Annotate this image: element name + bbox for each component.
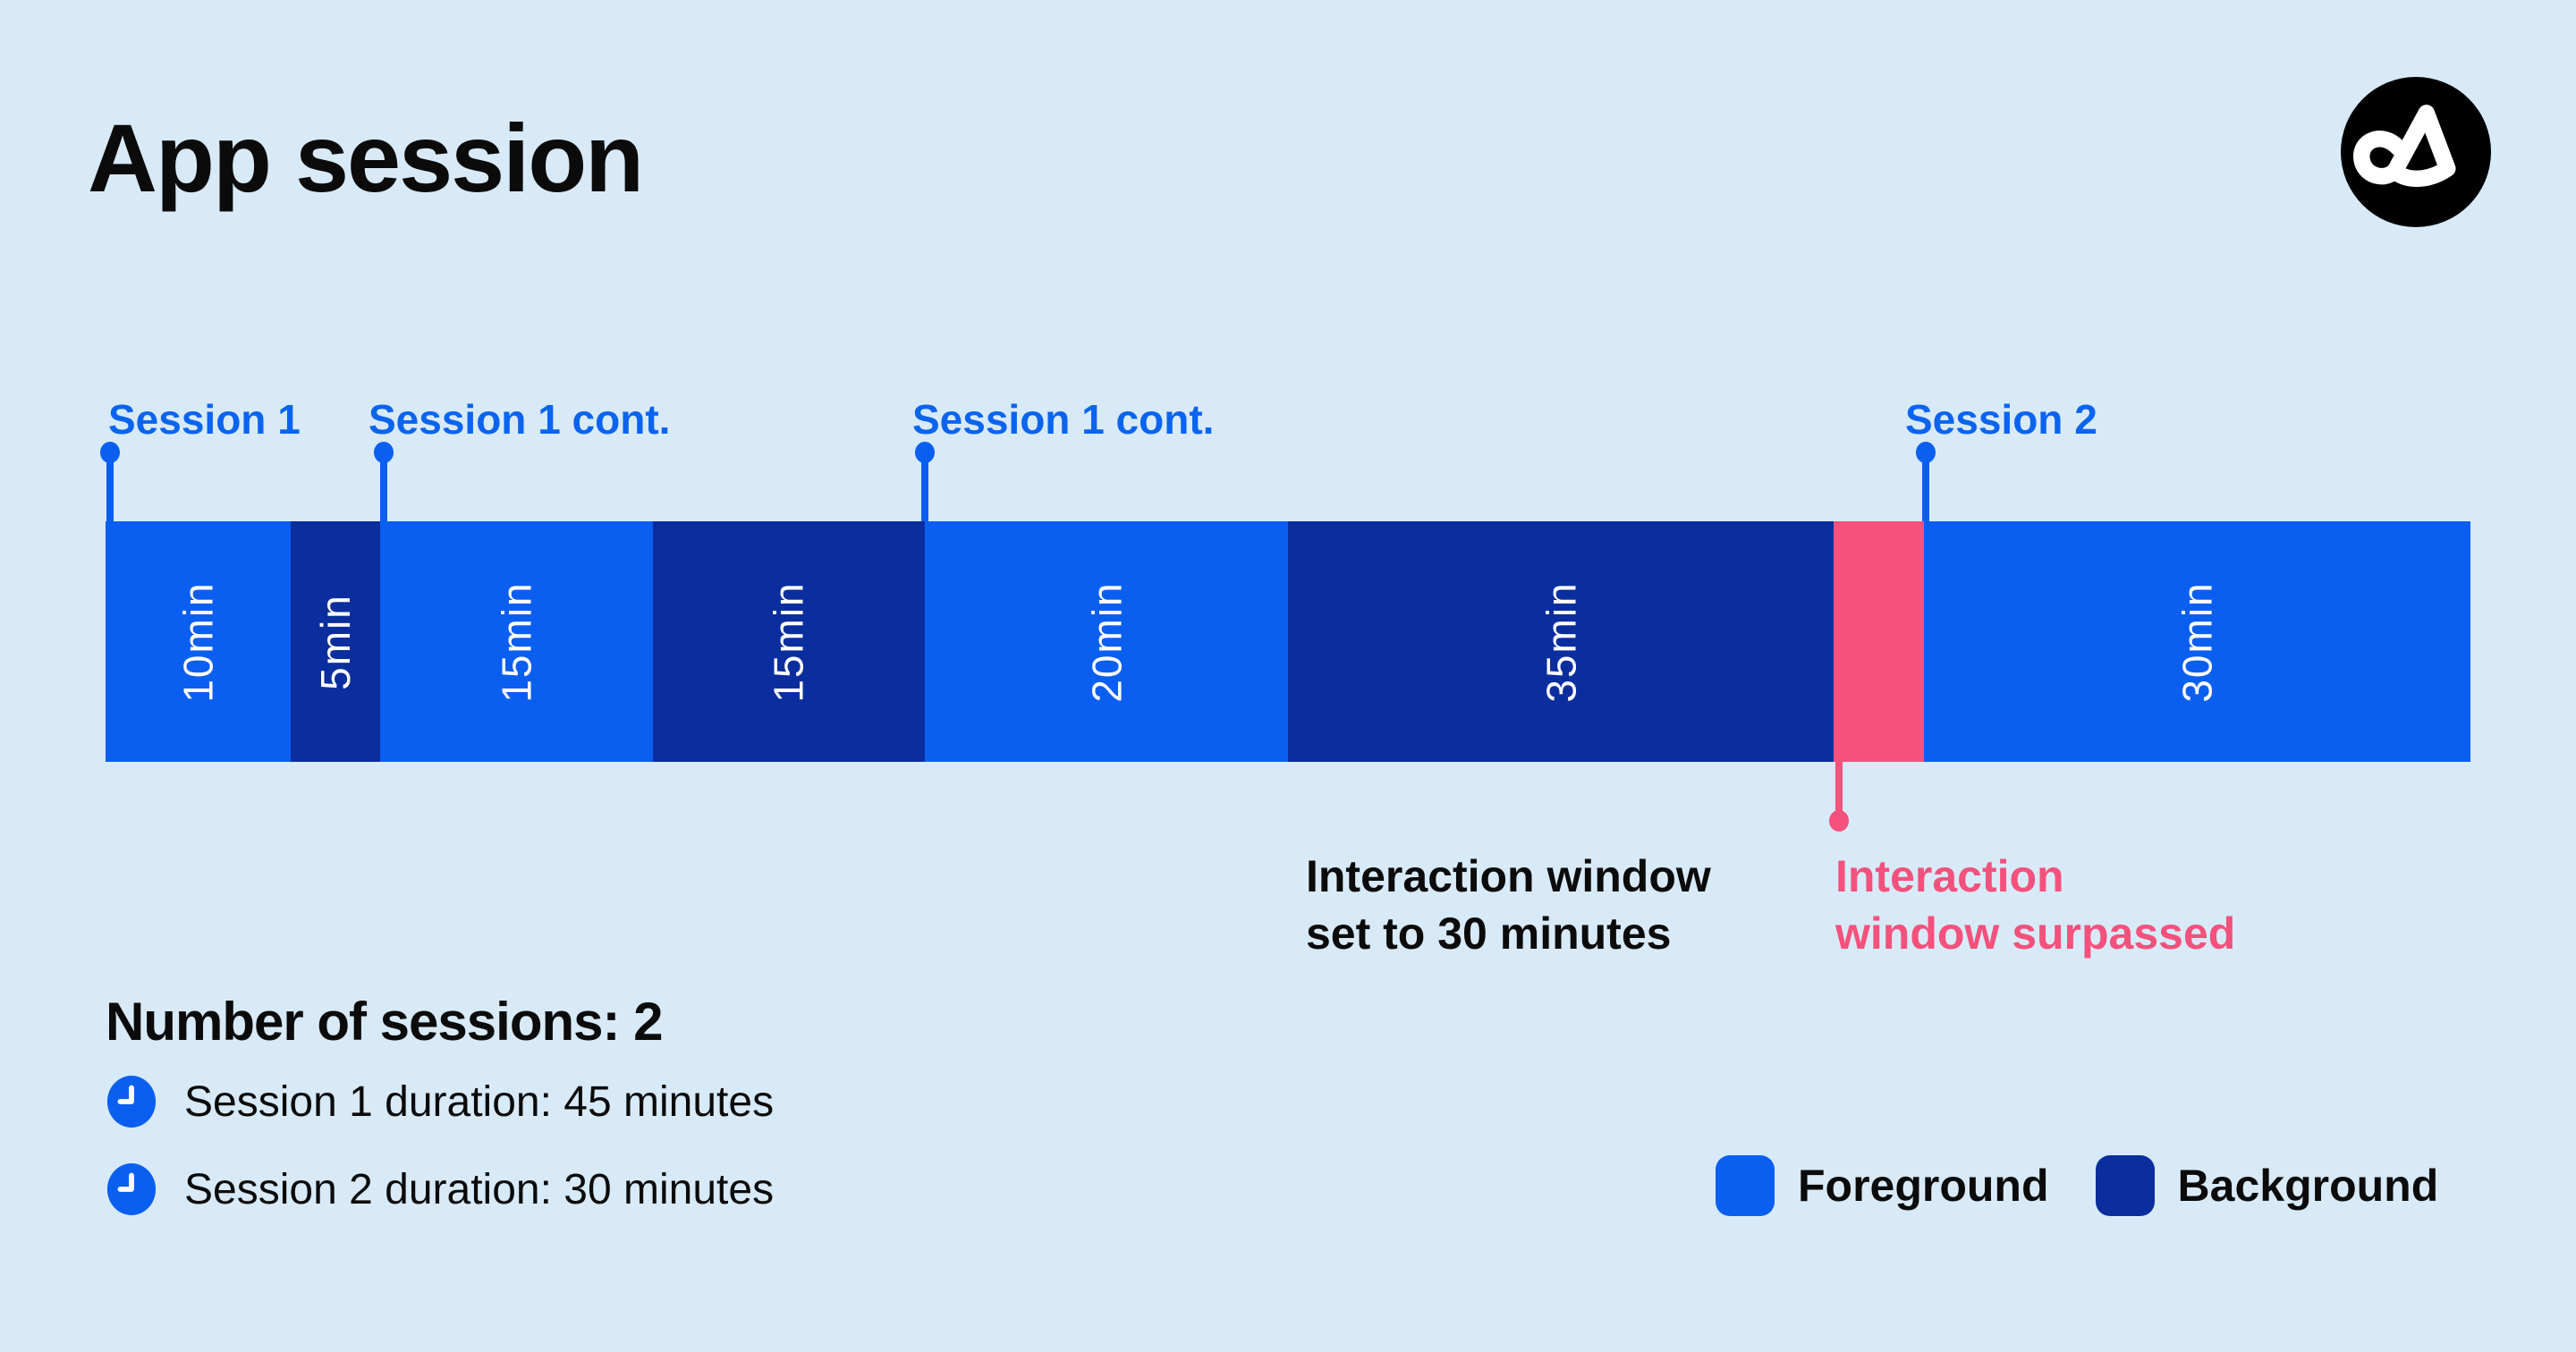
annotation-line: set to 30 minutes xyxy=(1306,908,1672,959)
timeline-segment-15min: 15min xyxy=(653,521,926,762)
segment-duration-label: 30min xyxy=(2174,580,2221,703)
clock-icon xyxy=(106,1163,157,1215)
session-pin-icon xyxy=(374,442,394,522)
interaction-window-set-annotation: Interaction window set to 30 minutes xyxy=(1306,848,1711,962)
timeline-segment-35min: 35min xyxy=(1288,521,1835,762)
session-marker-label: Session 2 xyxy=(1905,396,2097,443)
annotation-line: window surpassed xyxy=(1835,908,2236,959)
segment-duration-label: 5min xyxy=(311,593,359,690)
session-marker-label: Session 1 cont. xyxy=(912,396,1215,443)
session-pin-icon xyxy=(915,442,935,522)
summary-rows: Session 1 duration: 45 minutes Session 2… xyxy=(106,1075,774,1216)
segment-duration-label: 35min xyxy=(1538,580,1585,703)
foreground-swatch-icon xyxy=(1716,1155,1775,1216)
timeline-segment-5min: 5min xyxy=(291,521,380,762)
legend-label: Foreground xyxy=(1798,1161,2049,1211)
session-duration-text: Session 1 duration: 45 minutes xyxy=(184,1077,775,1126)
segment-duration-label: 15min xyxy=(766,580,813,703)
session-pin-icon xyxy=(100,442,120,522)
timeline-segment-30min: 30min xyxy=(1924,521,2470,762)
timeline-segment-10min: 10min xyxy=(106,521,292,762)
timeline-segment-20min: 20min xyxy=(925,521,1289,762)
surpassed-pin-icon xyxy=(1829,762,1849,832)
session-pin-icon xyxy=(1916,442,1936,522)
brand-logo-icon xyxy=(2341,77,2491,227)
timeline-segment-surpassed xyxy=(1834,521,1925,762)
segment-duration-label: 10min xyxy=(174,580,222,703)
segment-duration-label: 15min xyxy=(493,580,540,703)
background-swatch-icon xyxy=(2095,1155,2155,1216)
timeline-bar: 10min 5min 15min 15min 20min 35min 30min xyxy=(106,521,2470,762)
legend-item-background: Background xyxy=(2095,1155,2439,1216)
segment-duration-label: 20min xyxy=(1083,580,1131,703)
session-marker-label: Session 1 xyxy=(108,396,301,443)
annotation-line: Interaction xyxy=(1835,851,2064,901)
interaction-window-surpassed-annotation: Interaction window surpassed xyxy=(1835,848,2235,962)
summary-heading: Number of sessions: 2 xyxy=(106,992,664,1052)
session-marker-label: Session 1 cont. xyxy=(369,396,671,443)
annotation-line: Interaction window xyxy=(1306,851,1711,901)
session-duration-text: Session 2 duration: 30 minutes xyxy=(184,1165,775,1213)
summary-row: Session 2 duration: 30 minutes xyxy=(106,1162,774,1216)
legend-item-foreground: Foreground xyxy=(1716,1155,2049,1216)
legend-label: Background xyxy=(2177,1161,2439,1211)
page-title: App session xyxy=(88,104,644,212)
timeline-segment-15min: 15min xyxy=(379,521,654,762)
summary-row: Session 1 duration: 45 minutes xyxy=(106,1075,774,1128)
clock-icon xyxy=(106,1076,157,1128)
legend: Foreground Background xyxy=(1716,1155,2438,1216)
